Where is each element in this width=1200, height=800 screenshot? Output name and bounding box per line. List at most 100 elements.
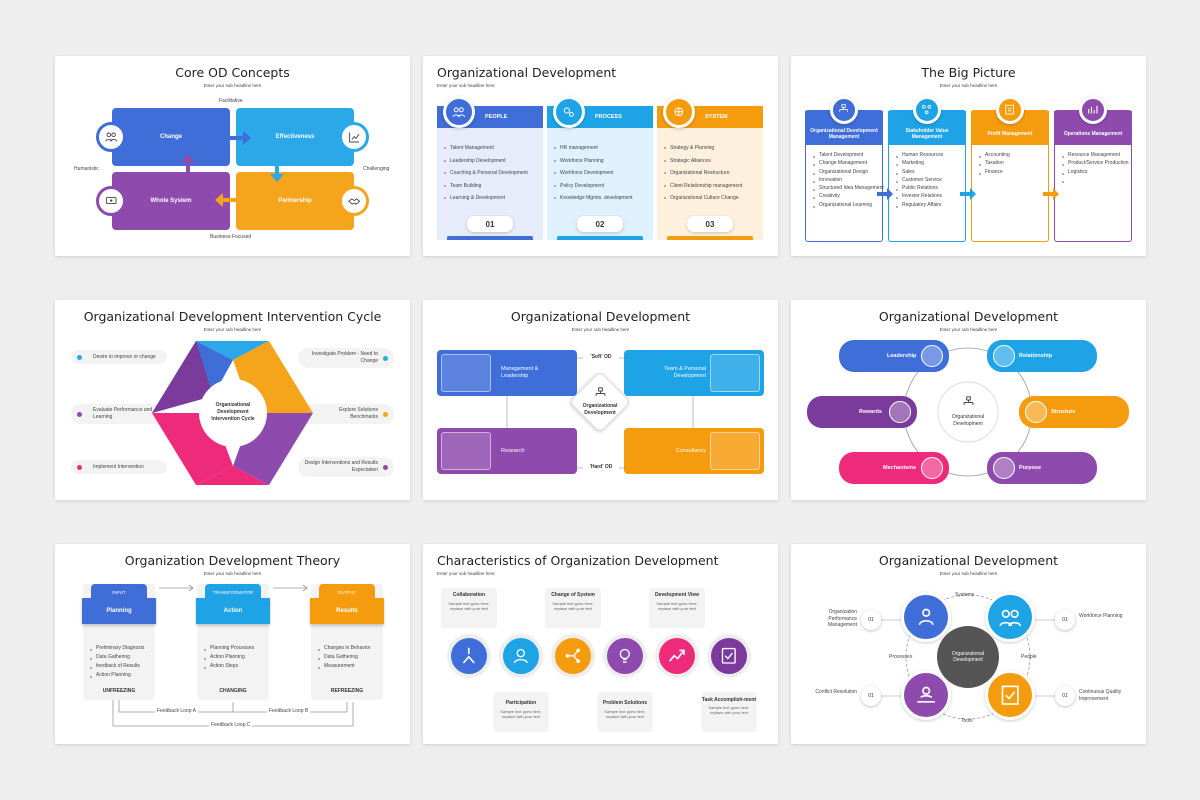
people-icon [443, 96, 475, 128]
hard-od-label: 'Hard' OD [583, 464, 619, 470]
chart-icon [339, 122, 369, 152]
feedback-loop-c: Feedback Loop C [209, 722, 253, 728]
system-icon [551, 634, 595, 678]
axis-top-label: Facilitative [219, 98, 243, 104]
org-icon [961, 395, 976, 410]
slide-title: Organizational Development [878, 309, 1059, 324]
quadrant-whole-system: Whole System [112, 172, 230, 230]
slide-subtitle: Enter your sub headline here [939, 327, 998, 332]
flow-arrows [877, 188, 1059, 200]
cycle-label-desire: Desire to improve or change [71, 350, 167, 364]
cycle-label-design: Design Interventions and Results Expecta… [298, 457, 394, 477]
slide-subtitle: Enter your sub headline here [939, 571, 998, 576]
people-icon [985, 592, 1035, 642]
quadrant-partnership: Partnership [236, 172, 354, 230]
org-icon [830, 96, 858, 124]
slide-big-picture[interactable]: The Big Picture Enter your sub headline … [791, 56, 1146, 256]
slide-subtitle: Enter your sub headline here [203, 327, 262, 332]
slide-od-columns[interactable]: Organizational Development Enter your su… [423, 56, 778, 256]
meeting-icon [901, 670, 951, 720]
slide-core-od-concepts[interactable]: Core OD Concepts Enter your sub headline… [55, 56, 410, 256]
soft-od-label: 'Soft' OD [583, 354, 619, 360]
box-team-personal: Team & Personal Development [624, 350, 764, 396]
slide-od-theory[interactable]: Organization Development Theory Enter yo… [55, 544, 410, 744]
people-icon [96, 122, 126, 152]
feedback-loop-b: Feedback Loop B [267, 708, 311, 714]
dashed-ring [881, 594, 1055, 720]
axis-bottom-label: Business-Focused [210, 234, 252, 240]
pill-structure: Structure [1019, 396, 1129, 428]
report-icon [985, 670, 1035, 720]
column-number: 02 [577, 216, 623, 232]
network-icon [663, 96, 695, 128]
column-od-management: Organizational Development Management Ta… [805, 110, 884, 242]
slide-title: Characteristics of Organization Developm… [437, 553, 719, 568]
ring-label-systems: Systems [955, 592, 975, 598]
column-operations: Operations Management Resource Managemen… [1054, 110, 1132, 242]
box-consultancy: Consultancy [624, 428, 764, 474]
cycle-label-explore: Explore Solutions Benchmarks [298, 404, 394, 424]
slide-od-pills[interactable]: Organizational Development Enter your su… [791, 300, 1146, 500]
task-icon [707, 634, 751, 678]
slide-title: Organizational Development Intervention … [83, 309, 382, 324]
pill-relationship: Relationship [987, 340, 1097, 372]
center-label: Organizational Development [582, 403, 618, 416]
cycle-center-label: Organizational Development Intervention … [211, 402, 255, 422]
slide-subtitle: Enter your sub headline here [939, 83, 998, 88]
slide-subtitle: Enter your sub headline here [203, 83, 262, 88]
ring-label-processes: Processes [889, 654, 913, 660]
axis-right-label: Challenging [363, 166, 390, 172]
collaboration-icon [447, 634, 491, 678]
slide-characteristics[interactable]: Characteristics of Organization Developm… [423, 544, 778, 744]
operations-icon [1079, 96, 1107, 124]
team-icon [96, 186, 126, 216]
cycle-label-investigate: Investigate Problem - Need to Change [298, 348, 394, 368]
slide-title: Organization Development Theory [124, 553, 341, 568]
quadrant-change: Change [112, 108, 230, 166]
org-icon [593, 386, 608, 401]
pill-rewards: Rewards [807, 396, 917, 428]
feedback-loop-a: Feedback Loop A [155, 708, 198, 714]
slide-od-quad-circles[interactable]: Organizational Development Enter your su… [791, 544, 1146, 744]
handshake-icon [339, 186, 369, 216]
slide-title: Organizational Development [878, 553, 1059, 568]
slide-intervention-cycle[interactable]: Organizational Development Intervention … [55, 300, 410, 500]
slide-title: Organizational Development [510, 309, 691, 324]
slide-soft-hard-od[interactable]: Organizational Development Enter your su… [423, 300, 778, 500]
ring-label-tools: Tools [961, 718, 973, 724]
team-icon [901, 592, 951, 642]
gears-icon [553, 96, 585, 128]
profit-icon [996, 96, 1024, 124]
participation-icon [499, 634, 543, 678]
flow-and-loops [112, 584, 354, 727]
pill-purpose: Purpose [987, 452, 1097, 484]
center-circle: Organizational Development [937, 626, 999, 688]
quadrant-effectiveness: Effectiveness [236, 108, 354, 166]
slide-subtitle: Enter your sub headline here [437, 571, 495, 576]
ring-label-people: People [1021, 654, 1037, 660]
column-number: 03 [687, 216, 733, 232]
flow-arrows [181, 131, 284, 207]
box-management-leadership: Management & Leadership [437, 350, 577, 396]
cycle-hexagon [152, 341, 313, 485]
slide-title: Organizational Development [437, 65, 617, 80]
slide-subtitle: Enter your sub headline here [437, 83, 495, 88]
